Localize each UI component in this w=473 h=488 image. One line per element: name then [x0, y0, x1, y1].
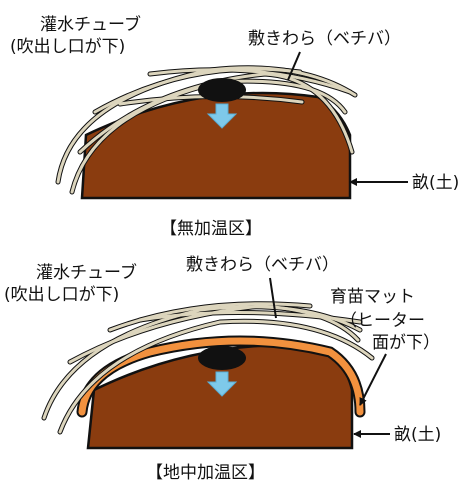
- mat-label-line3: 面が下）: [372, 333, 440, 353]
- panel-no-heating: 灌水チューブ (吹出し口が下) 敷きわら（ベチバ） 畝(土) 【無加温区】: [10, 14, 459, 239]
- irrigation-tube: [198, 78, 246, 102]
- caption-soil-heating: 【地中加温区】: [146, 463, 265, 483]
- straw-mulch: [41, 301, 375, 435]
- panel-soil-heating: 灌水チューブ (吹出し口が下) 敷きわら（ベチバ） 育苗マット （ヒーター 面が…: [4, 255, 441, 483]
- water-arrow: [206, 103, 238, 129]
- straw-label: 敷きわら（ベチバ）: [186, 255, 339, 275]
- tube-label-line1: 灌水チューブ: [36, 262, 137, 283]
- tube-label-line2: (吹出し口が下): [4, 285, 119, 305]
- tube-label-line2: (吹出し口が下): [10, 37, 125, 57]
- mat-label-line2: （ヒーター: [340, 311, 425, 331]
- straw-pointer: [269, 277, 277, 319]
- straw-label: 敷きわら（ベチバ）: [248, 29, 401, 49]
- soil-label: 畝(土): [394, 425, 441, 445]
- soil-label: 畝(土): [412, 173, 459, 193]
- irrigation-tube: [198, 346, 246, 370]
- caption-no-heating: 【無加温区】: [160, 219, 262, 239]
- water-arrow: [206, 371, 238, 397]
- mat-pointer-arrow: [359, 353, 387, 406]
- tube-label-line1: 灌水チューブ: [40, 14, 141, 35]
- mat-label-line1: 育苗マット: [330, 287, 415, 307]
- straw-pointer: [287, 51, 301, 81]
